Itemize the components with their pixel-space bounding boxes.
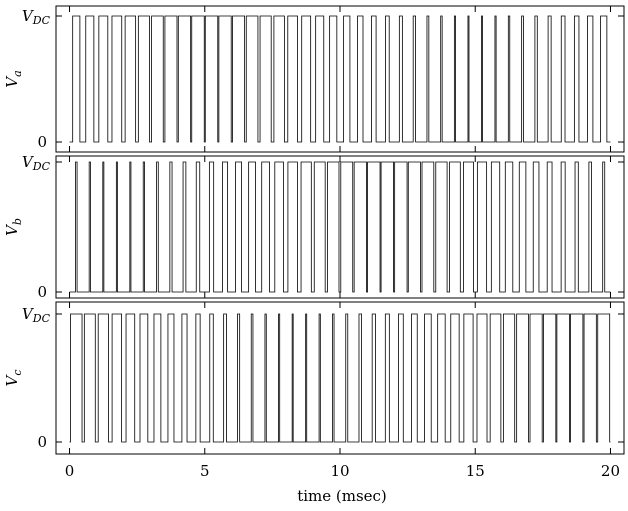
y-tick-label-vdc-b: VDC bbox=[22, 153, 51, 173]
panel-frame-c bbox=[55, 301, 625, 455]
y-axis-label-b: Vb bbox=[3, 218, 24, 236]
x-tick-label-1: 5 bbox=[200, 462, 210, 480]
y-axis-label-a: Va bbox=[3, 70, 24, 87]
y-tick-label-zero-c: 0 bbox=[37, 433, 47, 451]
x-tick-label-0: 0 bbox=[65, 462, 75, 480]
panel-c: VDC 0 Vc bbox=[3, 301, 625, 455]
panel-frame-a bbox=[55, 5, 625, 153]
series-line-vc bbox=[69, 313, 611, 443]
series-line-va bbox=[69, 15, 611, 143]
y-tick-label-vdc-c: VDC bbox=[22, 305, 51, 325]
y-tick-label-zero-a: 0 bbox=[37, 133, 47, 151]
y-tick-label-vdc-a: VDC bbox=[22, 7, 51, 27]
x-tick-label-2: 10 bbox=[330, 462, 349, 480]
x-axis-label: time (msec) bbox=[297, 487, 387, 505]
panel-a: VDC 0 Va bbox=[3, 5, 625, 153]
panel-b: VDC 0 Vb bbox=[3, 153, 625, 301]
x-tick-label-4: 20 bbox=[601, 462, 620, 480]
y-tick-label-zero-b: 0 bbox=[37, 283, 47, 301]
x-axis: 0 5 10 15 20 bbox=[65, 462, 620, 480]
x-tick-label-3: 15 bbox=[466, 462, 485, 480]
series-line-vb bbox=[69, 161, 611, 293]
y-axis-label-c: Vc bbox=[3, 369, 24, 386]
